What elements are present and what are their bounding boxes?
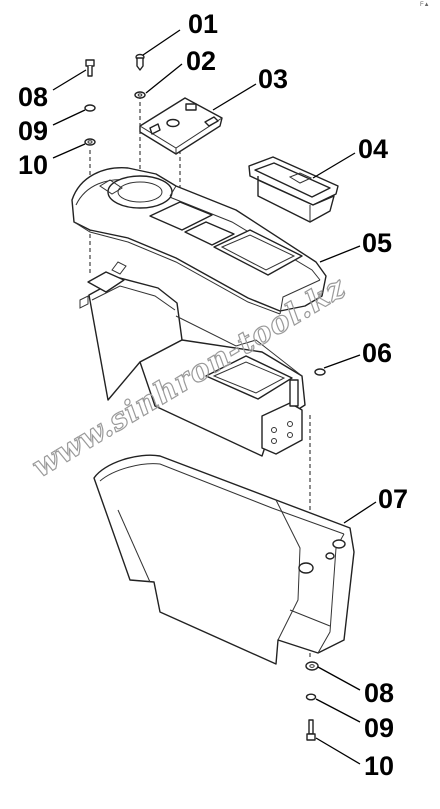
callout-09-bottom: 09	[364, 713, 394, 743]
callout-labels: 01 02 03 04 05 06 07 08 09 10 08 09 10	[18, 9, 408, 781]
part-03-mounting-plate	[139, 97, 223, 155]
top-bolt-08	[85, 59, 95, 77]
callout-08-top: 08	[18, 82, 48, 112]
watermark-text: www.sinhron-tool.kz	[26, 270, 352, 485]
callout-10-top: 10	[18, 150, 48, 180]
callout-06: 06	[362, 338, 392, 368]
part-04-insert-tray	[248, 156, 339, 223]
callout-07: 07	[378, 484, 408, 514]
corner-mark: F▲	[420, 2, 430, 8]
leader-lines	[52, 29, 377, 765]
callout-04: 04	[358, 134, 388, 164]
top-washer-09	[84, 104, 96, 112]
callout-05: 05	[362, 228, 392, 258]
callout-03: 03	[258, 64, 288, 94]
callout-01: 01	[188, 9, 218, 39]
part-02-washer	[134, 91, 146, 99]
callout-09-top: 09	[18, 116, 48, 146]
part-05-console-housing	[71, 167, 327, 315]
callout-08-bottom: 08	[364, 678, 394, 708]
callout-02: 02	[186, 46, 216, 76]
part-06-support-frame	[79, 261, 326, 457]
top-washer-10	[84, 138, 96, 146]
part-07-storage-bin	[93, 454, 355, 665]
bottom-bolt-10	[306, 719, 316, 741]
callout-10-bottom: 10	[364, 751, 394, 781]
bottom-washer-08	[305, 661, 319, 671]
bottom-washer-09	[305, 693, 317, 701]
part-01-screw	[135, 53, 145, 71]
